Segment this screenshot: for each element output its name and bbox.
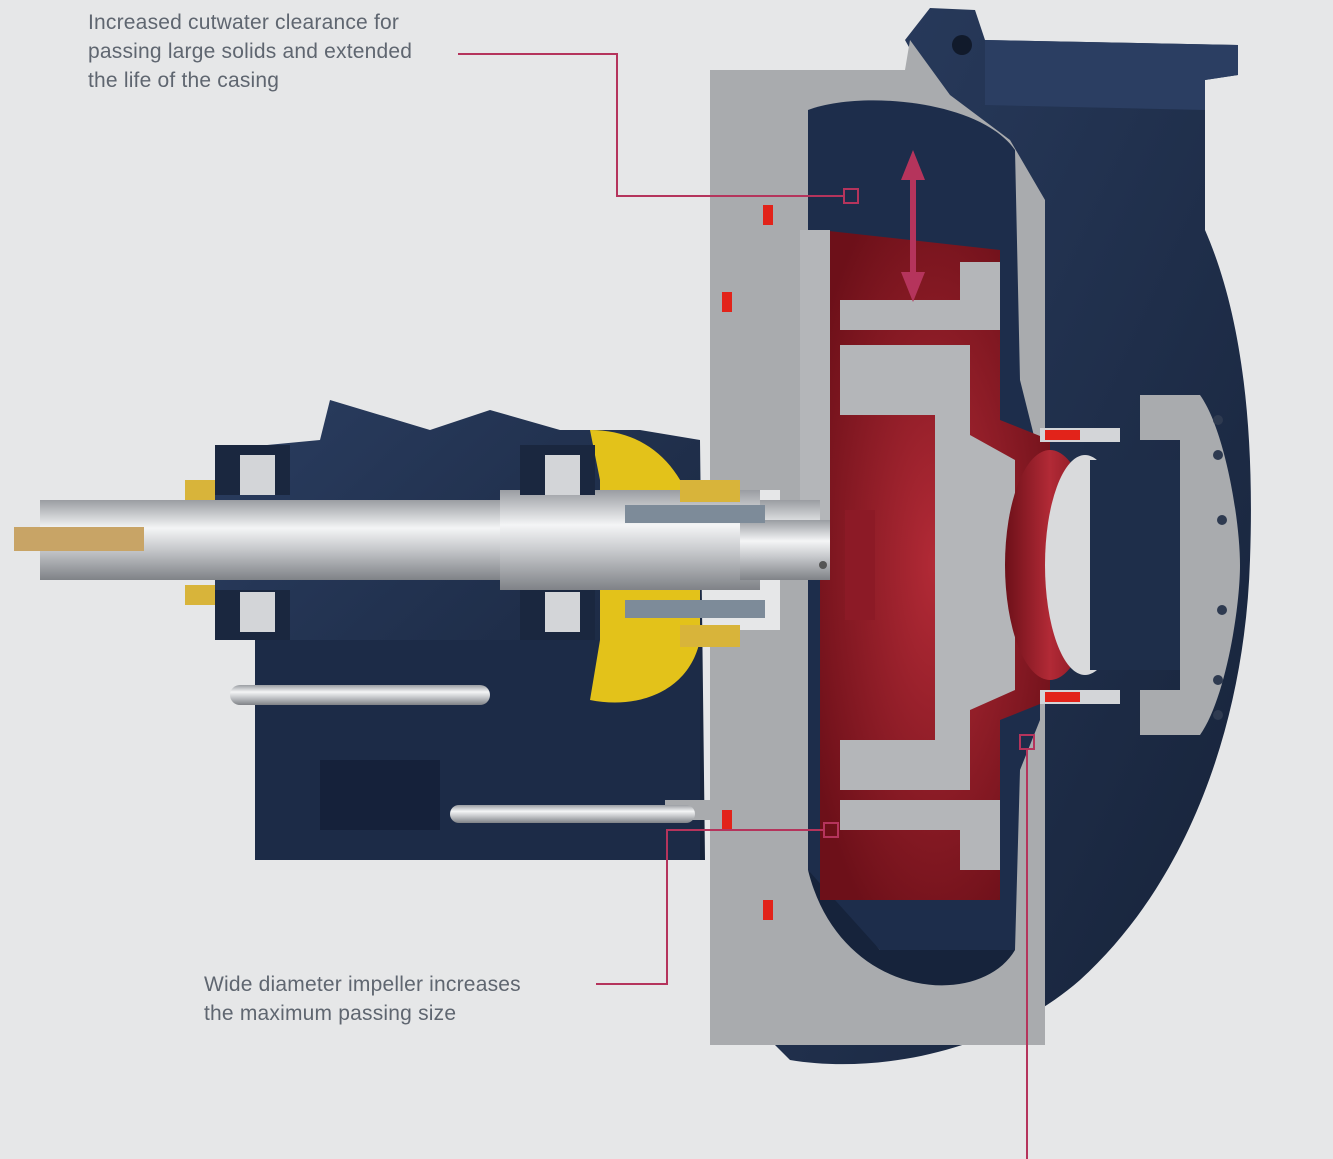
callout-line: the life of the casing xyxy=(88,69,280,92)
clearance-arrow xyxy=(901,150,925,302)
shaft-key xyxy=(14,527,144,551)
callout-impeller-diameter: Wide diameter impeller increases the max… xyxy=(204,970,521,1028)
suction-bolts xyxy=(1040,428,1120,704)
bearings xyxy=(185,445,595,640)
marker-cutwater xyxy=(843,188,859,204)
leader-line-cutwater xyxy=(458,53,844,197)
callout-line: the maximum passing size xyxy=(204,1002,457,1025)
adjustment-rods xyxy=(230,685,695,823)
callout-line: passing large solids and extended xyxy=(88,40,413,63)
lifting-eye-hole xyxy=(952,35,972,55)
gland-packing xyxy=(625,480,765,647)
leader-line-impeller xyxy=(596,829,824,985)
marker-bottom xyxy=(1019,734,1035,750)
impeller xyxy=(800,230,1125,900)
callout-cutwater-clearance: Increased cutwater clearance for passing… xyxy=(88,8,412,95)
leader-lines xyxy=(458,53,1035,1159)
callout-line: Increased cutwater clearance for xyxy=(88,11,400,34)
marker-impeller xyxy=(823,822,839,838)
seal-rings xyxy=(722,205,773,920)
suction-inlet xyxy=(1090,395,1240,735)
callout-line: Wide diameter impeller increases xyxy=(204,973,521,996)
